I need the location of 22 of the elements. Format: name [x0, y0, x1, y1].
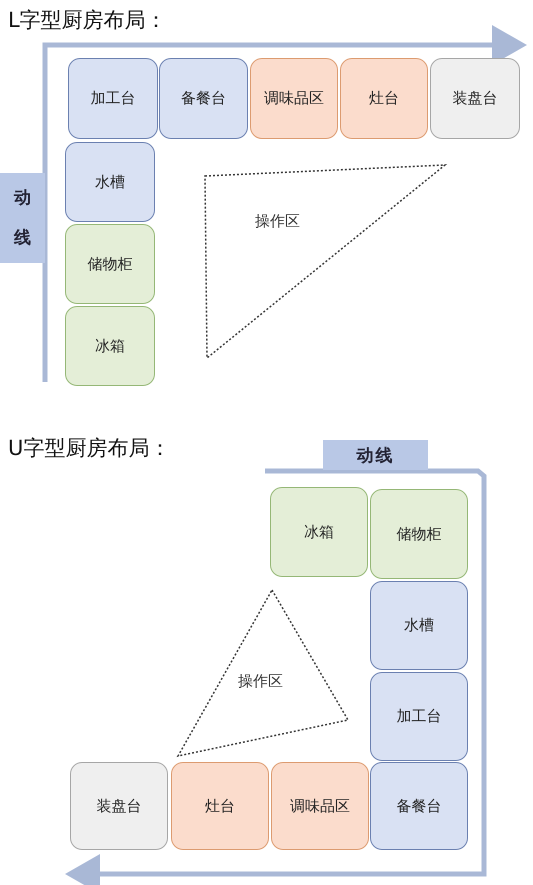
counter-box: 灶台 — [171, 762, 269, 850]
counter-box: 灶台 — [340, 58, 428, 139]
counter-box: 冰箱 — [270, 487, 368, 577]
counter-box: 加工台 — [370, 672, 468, 761]
counter-box: 装盘台 — [430, 58, 520, 139]
counter-box: 水槽 — [370, 581, 468, 670]
counter-box: 调味品区 — [271, 762, 369, 850]
section-heading: U字型厨房布局： — [8, 435, 170, 462]
counter-box: 调味品区 — [250, 58, 338, 139]
counter-box: 储物柜 — [370, 489, 468, 579]
zone-label: 操作区 — [255, 212, 300, 231]
counter-box: 备餐台 — [370, 762, 468, 850]
counter-box: 冰箱 — [65, 306, 155, 386]
counter-box: 加工台 — [68, 58, 158, 139]
flow-tab: 动线 — [0, 173, 45, 263]
counter-box: 水槽 — [65, 142, 155, 222]
counter-box: 储物柜 — [65, 224, 155, 304]
counter-box: 备餐台 — [159, 58, 248, 139]
flow-tab: 动线 — [323, 440, 428, 470]
section-heading: L字型厨房布局： — [8, 7, 167, 34]
counter-box: 装盘台 — [70, 762, 168, 850]
zone-label: 操作区 — [238, 672, 283, 691]
